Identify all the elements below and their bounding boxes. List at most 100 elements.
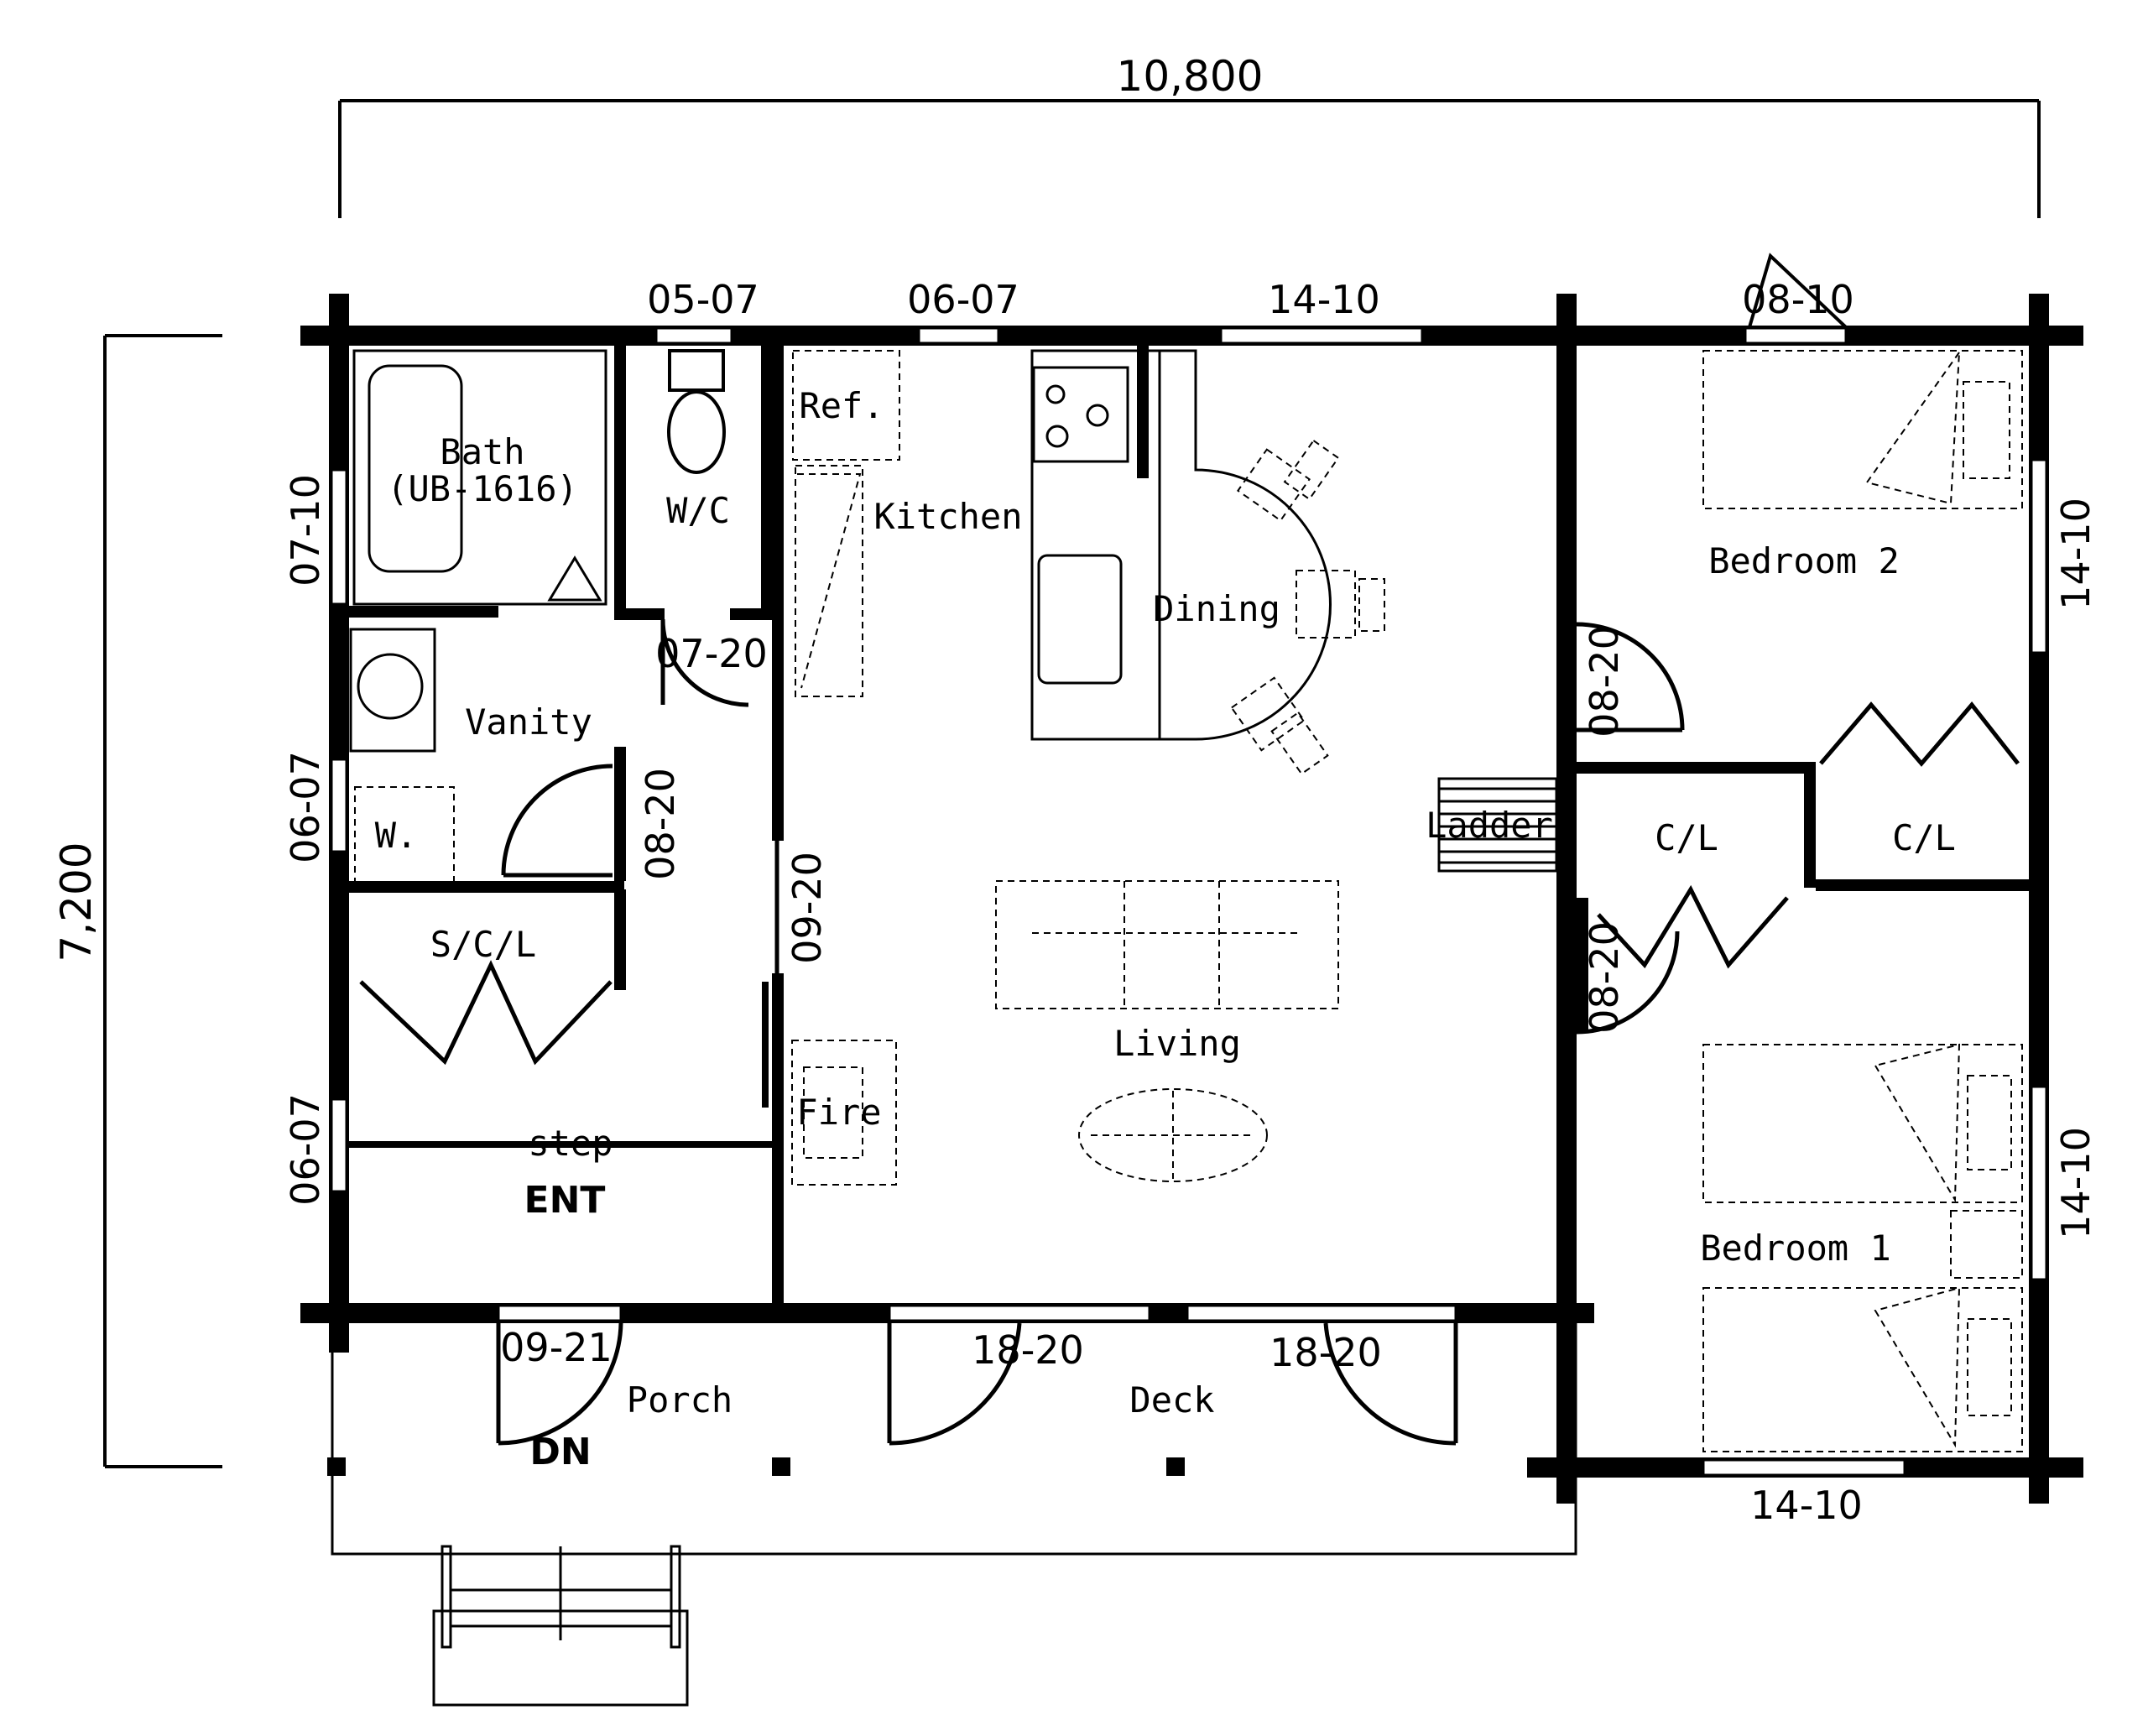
fixtures	[349, 349, 2023, 1452]
label-vanity: Vanity	[465, 701, 592, 743]
kitchen-counter	[795, 465, 863, 697]
door-bed2	[1576, 622, 1685, 732]
label-step: step	[528, 1123, 613, 1164]
entry-opening	[497, 1304, 623, 1322]
dining-chairs	[1230, 439, 1385, 775]
fireplace	[791, 1040, 897, 1186]
porch-outline	[331, 1323, 1577, 1556]
dimension-height: 7,200	[52, 334, 222, 1468]
window-right-bed1	[2030, 1085, 2048, 1281]
porch-deck	[327, 1323, 1577, 1707]
code-door-vanity: 08-20	[638, 768, 683, 880]
label-porch: Porch	[627, 1379, 733, 1421]
code-window-right-bed1: 14-10	[2053, 1127, 2098, 1239]
label-washer: W.	[375, 815, 418, 856]
opening-codes: 05-07 06-07 14-10 08-10 07-10 06-07 06-0…	[283, 277, 2098, 1528]
window-top-ref	[917, 326, 1000, 345]
label-ent: ENT	[524, 1179, 606, 1222]
door-deck-right	[1323, 1322, 1458, 1446]
window-right-bed2	[2030, 458, 2048, 654]
door-scl	[359, 960, 613, 1066]
window-left-ent	[330, 1097, 348, 1193]
fridge	[792, 350, 900, 461]
counter-diag	[797, 473, 862, 689]
dimension-width: 10,800	[338, 52, 2041, 218]
code-door-wc: 07-20	[655, 631, 768, 676]
window-bottom-bed1	[1702, 1458, 1906, 1477]
label-ref: Ref.	[799, 385, 884, 426]
code-door-bed1: 08-20	[1582, 921, 1627, 1034]
window-left-bath	[330, 468, 348, 606]
code-window-left-bath: 07-10	[283, 474, 328, 586]
windows	[330, 326, 2048, 1477]
coffee-table	[1078, 1088, 1268, 1182]
label-kitchen: Kitchen	[873, 496, 1022, 537]
code-window-right-bed2: 14-10	[2053, 498, 2098, 610]
label-deck: Deck	[1129, 1379, 1214, 1421]
dining-table	[1160, 349, 1332, 741]
window-top-bed2	[1744, 326, 1848, 345]
toilet-tank	[668, 349, 725, 392]
cooktop	[1032, 366, 1129, 463]
washer	[354, 786, 455, 884]
toilet-bowl	[667, 390, 726, 474]
window-awning	[1748, 253, 1848, 329]
code-door-bed2: 08-20	[1582, 625, 1627, 738]
label-dn: DN	[529, 1431, 591, 1473]
code-window-top-bed2: 08-10	[1742, 277, 1854, 322]
label-bath: Bath	[440, 431, 524, 472]
window-top-dining	[1219, 326, 1424, 345]
label-fire: Fire	[796, 1092, 881, 1133]
label-bath-unit: (UB-1616)	[387, 468, 578, 509]
sofa	[995, 880, 1339, 1009]
bath-drain	[547, 555, 602, 602]
width-dimension-label: 10,800	[1117, 52, 1264, 101]
bathtub-unit	[352, 349, 607, 606]
height-dimension-label: 7,200	[52, 842, 101, 962]
nightstand	[1950, 1210, 2023, 1279]
label-wc: W/C	[666, 490, 730, 531]
label-bedroom1: Bedroom 1	[1700, 1228, 1891, 1269]
label-dining: Dining	[1153, 588, 1280, 629]
interior-walls	[349, 346, 2029, 1303]
door-deck-left	[887, 1322, 1022, 1446]
window-left-vanity	[330, 758, 348, 853]
kitchen-island	[1030, 349, 1161, 741]
window-top-wc	[654, 326, 733, 345]
door-cl-right	[1819, 701, 2020, 767]
island-sink	[1037, 554, 1123, 685]
label-ladder: Ladder	[1426, 805, 1553, 846]
door-entry	[496, 1322, 623, 1446]
label-cl-right: C/L	[1892, 817, 1956, 858]
code-window-top-ref: 06-07	[907, 277, 1019, 322]
code-window-bottom-bed1: 14-10	[1750, 1483, 1863, 1528]
code-window-left-vanity: 06-07	[283, 751, 328, 863]
vanity-counter	[349, 628, 436, 753]
code-door-entry: 09-21	[500, 1325, 613, 1370]
label-scl: S/C/L	[430, 924, 536, 965]
door-wc	[660, 618, 749, 707]
door-bed1	[1574, 931, 1680, 1035]
code-window-left-ent: 06-07	[283, 1093, 328, 1206]
doors	[359, 253, 2020, 1446]
door-cl-left	[1597, 884, 1789, 969]
tub-basin	[368, 364, 463, 573]
code-window-top-dining: 14-10	[1268, 277, 1380, 322]
bed-bedroom1-bottom	[1702, 1287, 2023, 1452]
label-living: Living	[1113, 1023, 1241, 1064]
bed-bedroom2	[1702, 350, 2023, 509]
code-door-deck-right: 18-20	[1270, 1330, 1382, 1375]
bed-bedroom1-top	[1702, 1044, 2023, 1203]
label-cl-left: C/L	[1655, 817, 1718, 858]
room-labels: Bath (UB-1616) W/C Ref. Kitchen Dining V…	[375, 385, 1956, 1473]
label-bedroom2: Bedroom 2	[1708, 540, 1900, 581]
code-door-deck-left: 18-20	[972, 1327, 1084, 1373]
deck-slider-left	[888, 1304, 1151, 1322]
deck-slider-right	[1186, 1304, 1457, 1322]
code-door-ent-living: 09-20	[785, 852, 830, 964]
loft-ladder	[1437, 777, 1558, 873]
sink-bowl	[357, 653, 424, 720]
code-window-top-wc: 05-07	[647, 277, 759, 322]
door-vanity	[501, 764, 613, 878]
